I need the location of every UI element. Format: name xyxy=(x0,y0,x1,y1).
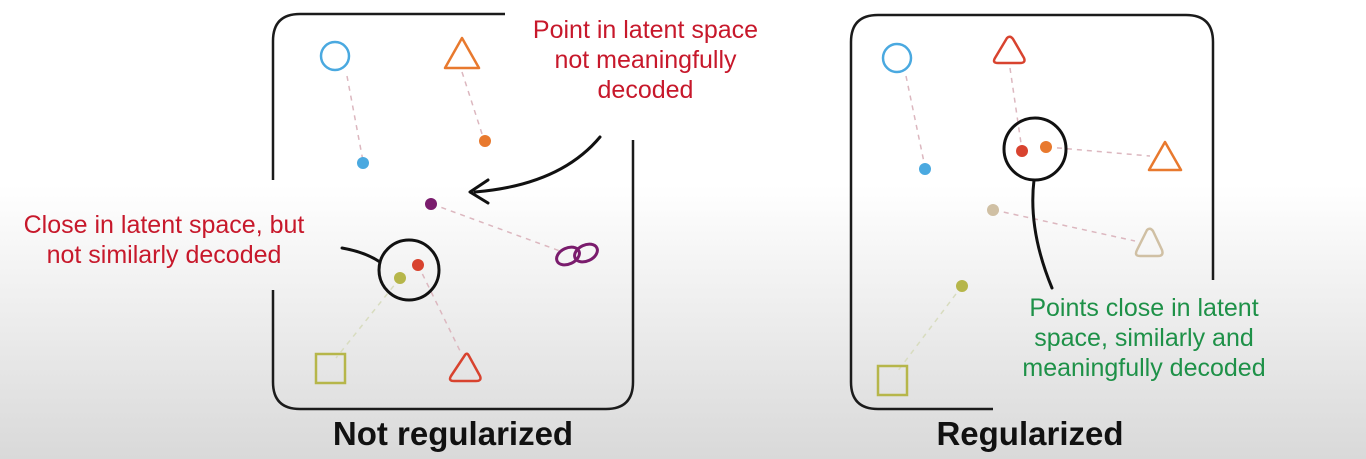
highlight-ring xyxy=(377,238,441,302)
orange-triangle-icon xyxy=(443,36,481,70)
blue-circle-icon-r xyxy=(881,42,913,74)
red-triangle-icon xyxy=(448,352,482,383)
olive-square-icon xyxy=(314,352,347,385)
connector-olive-r xyxy=(896,285,963,373)
highlight-ring-r xyxy=(1002,116,1068,182)
annotation-line: decoded xyxy=(597,76,694,104)
red-point xyxy=(412,259,424,271)
purple-point xyxy=(425,198,437,210)
connector-orange xyxy=(461,71,485,141)
orange-triangle-icon-r xyxy=(1147,140,1183,172)
connector-blue-r xyxy=(905,75,926,168)
orange-point xyxy=(479,135,491,147)
annotation-close-not-similar: Close in latent space, but not similarly… xyxy=(0,210,328,270)
highlight-pointer-r xyxy=(1031,178,1054,290)
annotation-line: not meaningfully xyxy=(554,46,737,74)
annotation-line: space, similarly and xyxy=(1034,324,1254,352)
olive-square-icon-r xyxy=(876,364,909,397)
blue-point xyxy=(357,157,369,169)
red-triangle-icon-r xyxy=(992,35,1026,65)
annotation-not-decoded: Point in latent space not meaningfully d… xyxy=(508,15,783,105)
annotation-line: Close in latent space, but xyxy=(23,211,305,239)
left-panel-frame xyxy=(271,12,635,411)
connector-blue xyxy=(346,75,364,162)
annotation-close-similar: Points close in latent space, similarly … xyxy=(995,293,1293,383)
purple-knot-icon xyxy=(555,242,599,267)
olive-point xyxy=(394,272,406,284)
left-panel xyxy=(271,12,635,411)
arrow-head-icon xyxy=(468,178,490,205)
connector-orange-r xyxy=(1046,146,1151,157)
red-point-r xyxy=(1016,145,1028,157)
right-panel xyxy=(849,13,1215,411)
annotation-line: meaningfully decoded xyxy=(1022,354,1266,382)
highlight-pointer xyxy=(340,246,382,264)
connector-red-r xyxy=(1009,67,1023,151)
arrow-line xyxy=(473,135,602,194)
annotation-line: not similarly decoded xyxy=(46,241,282,269)
connector-tan-r xyxy=(993,209,1136,242)
orange-point-r xyxy=(1040,141,1052,153)
blue-point-r xyxy=(919,163,931,175)
right-panel-title: Regularized xyxy=(936,415,1124,452)
right-panel-frame xyxy=(849,13,1215,411)
annotation-line: Points close in latent xyxy=(1029,294,1259,322)
connector-red xyxy=(417,264,463,356)
left-panel-title: Not regularized xyxy=(332,415,574,452)
connector-purple xyxy=(431,203,561,252)
annotation-line: Point in latent space xyxy=(532,16,759,44)
olive-point-r xyxy=(956,280,968,292)
blue-circle-icon xyxy=(319,40,351,72)
tan-triangle-icon-r xyxy=(1134,227,1164,258)
connector-olive xyxy=(335,277,401,359)
tan-point-r xyxy=(987,204,999,216)
